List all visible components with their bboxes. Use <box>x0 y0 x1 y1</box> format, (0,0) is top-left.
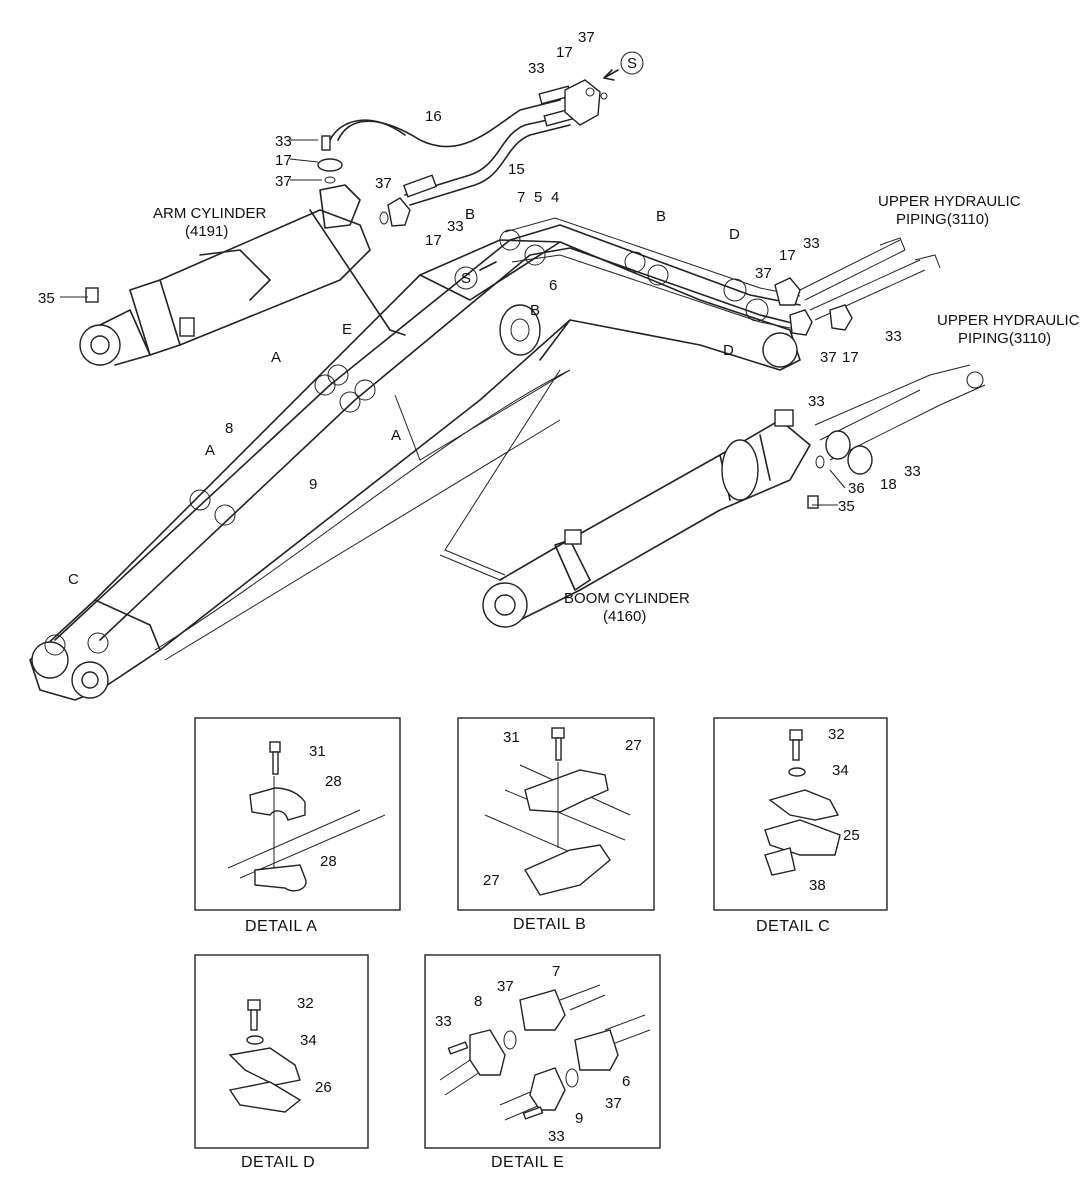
s-marker-label-mid: S <box>461 270 471 287</box>
part-8: 8 <box>225 420 233 437</box>
part-17: 17 <box>556 44 573 61</box>
part-17: 17 <box>275 152 292 169</box>
marker-d: D <box>723 342 734 359</box>
detail-a-part-31: 31 <box>309 743 326 760</box>
upper-piping-label-2a: UPPER HYDRAULIC <box>937 312 1080 329</box>
detail-e-caption: DETAIL E <box>491 1154 564 1171</box>
marker-a: A <box>271 349 281 366</box>
detail-e-part-9: 9 <box>575 1110 583 1127</box>
part-9: 9 <box>309 476 317 493</box>
upper-piping-label-1a: UPPER HYDRAULIC <box>878 193 1021 210</box>
detail-e-part-37: 37 <box>497 978 514 995</box>
marker-d: D <box>729 226 740 243</box>
part-36: 36 <box>848 480 865 497</box>
detail-e-part-33: 33 <box>548 1128 565 1145</box>
part-33: 33 <box>885 328 902 345</box>
detail-a-part-28: 28 <box>320 853 337 870</box>
part-37: 37 <box>578 29 595 46</box>
part-18: 18 <box>880 476 897 493</box>
part-33: 33 <box>803 235 820 252</box>
upper-piping-label-2b: PIPING(3110) <box>958 330 1051 347</box>
detail-e-part-8: 8 <box>474 993 482 1010</box>
part-33: 33 <box>528 60 545 77</box>
detail-d-part-26: 26 <box>315 1079 332 1096</box>
detail-e-part-37: 37 <box>605 1095 622 1112</box>
marker-a: A <box>205 442 215 459</box>
detail-c-part-34: 34 <box>832 762 849 779</box>
detail-e-part-7: 7 <box>552 963 560 980</box>
part-37: 37 <box>755 265 772 282</box>
marker-e: E <box>342 321 352 338</box>
leader-lines <box>60 139 846 581</box>
marker-b: B <box>656 208 666 225</box>
part-15: 15 <box>508 161 525 178</box>
part-4: 4 <box>551 189 559 206</box>
detail-c-caption: DETAIL C <box>756 918 830 935</box>
detail-b-part-31: 31 <box>503 729 520 746</box>
arm-cylinder-number: (4191) <box>185 223 228 240</box>
detail-d-part-32: 32 <box>297 995 314 1012</box>
marker-a: A <box>391 427 401 444</box>
upper-piping-fittings-1 <box>774 237 941 336</box>
marker-b: B <box>465 206 475 223</box>
arm-cylinder-label: ARM CYLINDER <box>153 205 267 222</box>
detail-a-caption: DETAIL A <box>245 918 317 935</box>
s-marker-mid <box>454 261 497 290</box>
detail-c-part-38: 38 <box>809 877 826 894</box>
detail-e-part-33: 33 <box>435 1013 452 1030</box>
hose-fittings-top <box>317 79 608 227</box>
part-7: 7 <box>517 189 525 206</box>
upper-piping-label-1b: PIPING(3110) <box>896 211 989 228</box>
marker-c: C <box>68 571 79 588</box>
part-6: 6 <box>549 277 557 294</box>
part-17: 17 <box>779 247 796 264</box>
detail-c-part-25: 25 <box>843 827 860 844</box>
boom-cylinder-number: (4160) <box>603 608 646 625</box>
clamp-markers <box>44 229 769 656</box>
detail-b-part-27: 27 <box>483 872 500 889</box>
part-17: 17 <box>842 349 859 366</box>
pipe-8 <box>54 224 801 641</box>
marker-b: B <box>530 302 540 319</box>
part-33: 33 <box>808 393 825 410</box>
part-33: 33 <box>904 463 921 480</box>
hose-16 <box>329 99 561 148</box>
detail-e-part-6: 6 <box>622 1073 630 1090</box>
part-17: 17 <box>425 232 442 249</box>
pipe-9 <box>99 247 801 641</box>
part-16: 16 <box>425 108 442 125</box>
boom-cylinder-label: BOOM CYLINDER <box>564 590 690 607</box>
part-35: 35 <box>38 290 55 307</box>
s-marker-top <box>603 51 644 81</box>
detail-b-caption: DETAIL B <box>513 916 586 933</box>
detail-d-box <box>194 954 369 1149</box>
detail-d-part-34: 34 <box>300 1032 317 1049</box>
part-37: 37 <box>375 175 392 192</box>
detail-a-part-28: 28 <box>325 773 342 790</box>
boom-cylinder <box>482 364 986 628</box>
detail-a-box <box>194 717 401 911</box>
part-37: 37 <box>820 349 837 366</box>
detail-d-caption: DETAIL D <box>241 1154 315 1171</box>
detail-e-box <box>424 954 661 1149</box>
s-marker-label-top: S <box>627 55 637 72</box>
part-37: 37 <box>275 173 292 190</box>
part-33: 33 <box>275 133 292 150</box>
hose-15 <box>404 114 571 206</box>
detail-b-box <box>457 717 655 911</box>
part-33: 33 <box>447 218 464 235</box>
boom-assembly <box>29 239 801 701</box>
detail-b-part-27: 27 <box>625 737 642 754</box>
detail-c-part-32: 32 <box>828 726 845 743</box>
part-5: 5 <box>534 189 542 206</box>
detail-c-box <box>713 717 888 911</box>
arm-cylinder <box>79 184 406 366</box>
part-35: 35 <box>838 498 855 515</box>
